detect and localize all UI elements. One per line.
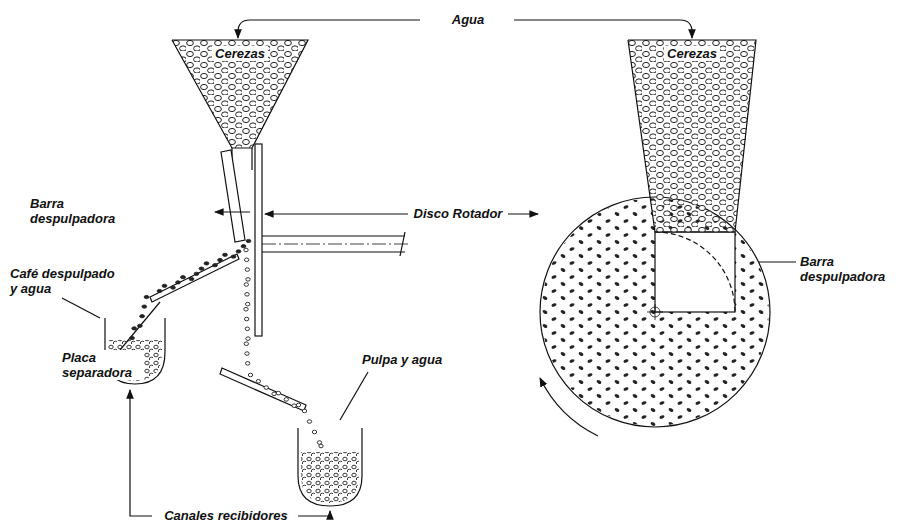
bean (181, 276, 186, 279)
pulp-piece (319, 444, 323, 448)
pulp-plate (220, 368, 306, 411)
bean-streams (130, 239, 324, 447)
pulp-piece (244, 248, 248, 252)
pulp-piece (264, 386, 268, 390)
bean (176, 281, 181, 284)
pulping-bar (221, 150, 245, 242)
bar-arc (655, 232, 735, 312)
pulp-piece (246, 278, 250, 282)
hopper: Cerezas (628, 40, 756, 232)
output-label: Pulpa y agua (360, 352, 474, 367)
pulp-pile (301, 452, 359, 503)
channel-leader (294, 511, 330, 516)
pulp-piece (272, 392, 276, 396)
pulp-piece (245, 327, 249, 331)
disc-center (647, 304, 663, 320)
cherries (628, 40, 756, 232)
receiving-channel (298, 428, 362, 506)
hopper-wall (628, 40, 756, 232)
pulp-piece (245, 352, 249, 356)
hopper: Cerezas (172, 40, 308, 148)
bean (138, 324, 143, 327)
pulping-bar (655, 232, 735, 312)
water-label: Agua (422, 12, 514, 27)
pulp-piece (245, 293, 249, 297)
pulp-piece (245, 362, 249, 366)
part-label: Canales recibidores (154, 508, 298, 523)
water-leader (512, 20, 692, 38)
bean (241, 245, 246, 248)
bean (140, 315, 145, 318)
part-label: Barra despulpadora (28, 196, 128, 226)
hopper-throat (232, 148, 252, 170)
hopper-label: Cerezas (212, 46, 268, 61)
channel-leader (130, 390, 152, 516)
bean (218, 258, 223, 261)
pulp-piece (276, 391, 280, 395)
pulp-piece (292, 404, 296, 408)
bean (231, 255, 236, 258)
bean (199, 267, 204, 270)
pulp-piece (245, 302, 249, 306)
bean (157, 289, 162, 292)
bar-leader (215, 211, 250, 212)
hopper-label: Cerezas (664, 46, 720, 61)
bean (246, 239, 251, 242)
shaft-centerline (262, 244, 408, 245)
rotating-disc (255, 144, 262, 336)
bean (223, 253, 228, 256)
pulp-piece (244, 258, 248, 262)
pulp-piece (244, 317, 248, 321)
pulp-piece (296, 403, 300, 407)
disc-center (650, 307, 660, 317)
bean (189, 277, 194, 280)
bean (171, 286, 176, 289)
separator-plate (150, 254, 239, 302)
pulp-piece (256, 379, 260, 383)
bean (130, 336, 135, 339)
pulp-piece (244, 342, 248, 346)
pulp-piece (248, 373, 252, 377)
part-label: Barra despulpadora (798, 254, 902, 284)
bean (132, 327, 137, 330)
bean (213, 264, 218, 267)
disc-leader (265, 213, 408, 214)
pulp-piece (312, 430, 316, 434)
water-leader (238, 20, 420, 38)
pulp-piece (284, 398, 288, 402)
pulp-piece (245, 268, 249, 272)
bean (204, 262, 209, 265)
bean (162, 284, 167, 287)
pulp-piece (302, 409, 306, 413)
pulp-piece (244, 307, 248, 311)
plate-leader (120, 302, 160, 350)
output-label: Café despulpado y agua (8, 266, 124, 296)
pulp-piece (307, 420, 311, 424)
hopper-outline (628, 40, 756, 232)
cherries (172, 40, 308, 148)
rotation-arrow (540, 378, 598, 436)
part-label: Disco Rotador (408, 206, 508, 221)
bean (142, 305, 147, 308)
bean (194, 272, 199, 275)
coffee-leader (62, 298, 100, 318)
pulp-leader (340, 372, 368, 420)
part-label: Placa separadora (60, 350, 144, 380)
hopper-wall (172, 40, 308, 148)
pulp-piece (246, 337, 250, 341)
bean (236, 250, 241, 253)
pulp-piece (244, 283, 248, 287)
bean (144, 295, 149, 298)
